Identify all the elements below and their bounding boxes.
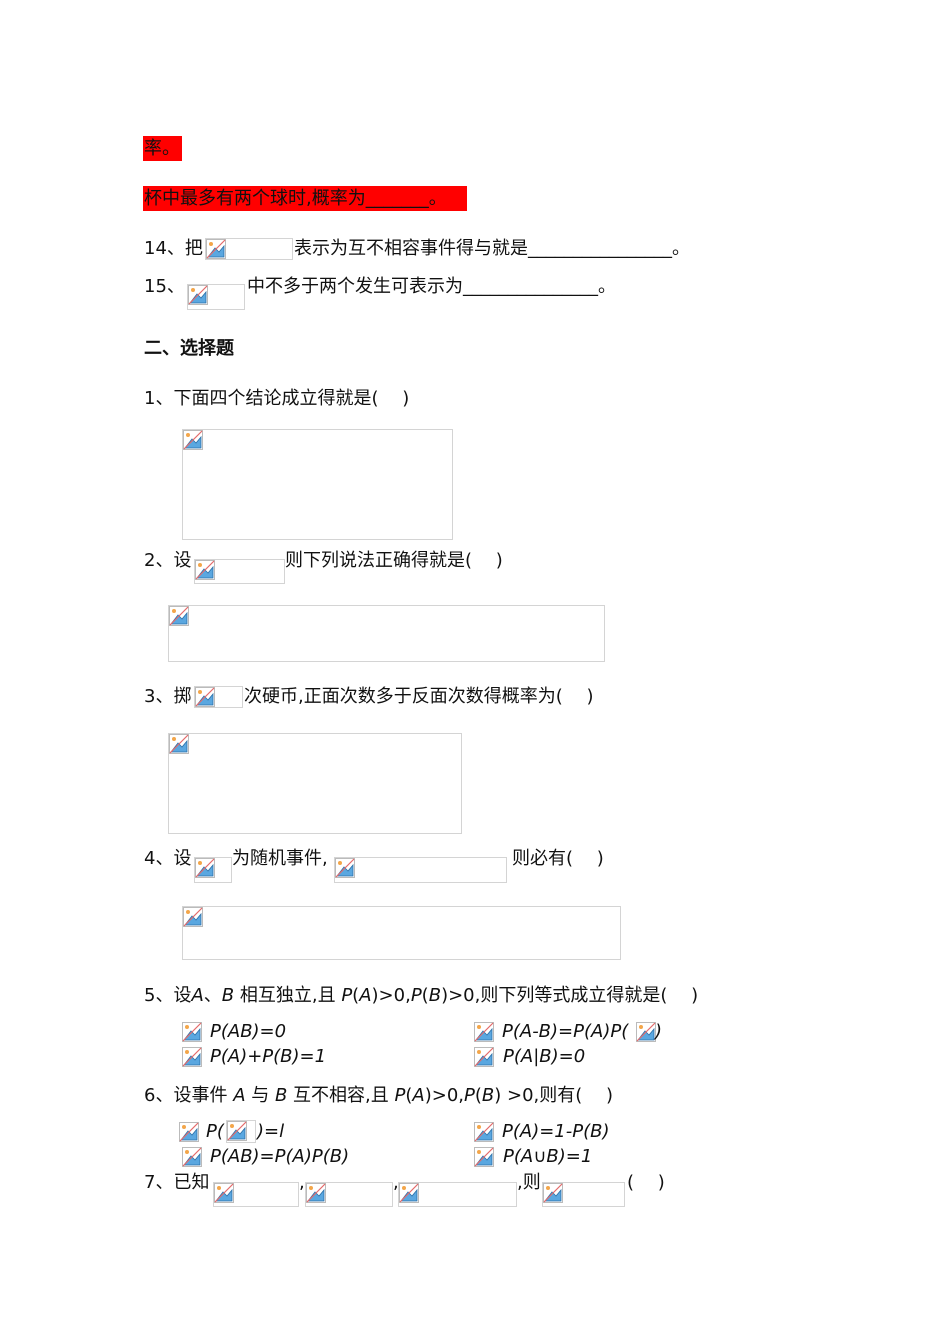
broken-image-icon	[169, 606, 189, 626]
q5-text: 5、设A、B 相互独立,且 P(A)>0,P(B)>0,则下列等式成立得就是( …	[144, 985, 699, 1006]
broken-image-icon	[474, 1022, 494, 1042]
broken-image	[205, 238, 293, 260]
broken-image	[194, 857, 232, 883]
broken-image	[182, 429, 453, 540]
broken-image	[168, 733, 462, 834]
broken-image-icon	[214, 1183, 234, 1203]
broken-image-icon	[399, 1183, 419, 1203]
broken-image-icon	[188, 285, 208, 305]
broken-image	[305, 1182, 393, 1207]
broken-image	[213, 1182, 299, 1207]
broken-image-icon	[195, 687, 215, 707]
q3-text: 次硬币,正面次数多于反面次数得概率为( )	[244, 686, 594, 707]
q4-mid: 为随机事件,	[232, 848, 328, 869]
broken-image	[194, 686, 243, 708]
broken-image-icon	[206, 239, 226, 259]
broken-image-icon	[195, 858, 215, 878]
q5-option-c: P(A)+P(B)=1	[210, 1046, 327, 1067]
broken-image	[182, 906, 621, 960]
q6-option-d: P(A∪B)=1	[503, 1146, 593, 1167]
q6-option-b: P(A)=1-P(B)	[502, 1121, 610, 1142]
q6-option-c: P(AB)=P(A)P(B)	[210, 1146, 350, 1167]
broken-image-icon	[636, 1022, 656, 1042]
q5-option-a: P(AB)=0	[210, 1021, 287, 1042]
broken-image-icon	[182, 1147, 202, 1167]
q4-prefix: 4、设	[144, 848, 192, 869]
red-line-2: 杯中最多有两个球时,概率为_______。	[144, 188, 447, 209]
broken-image	[168, 605, 605, 662]
q6-text: 6、设事件 A 与 B 互不相容,且 P(A)>0,P(B) >0,则有( )	[144, 1085, 614, 1106]
broken-image	[398, 1182, 517, 1207]
broken-image	[194, 559, 285, 584]
q7-comma: ,	[393, 1172, 399, 1193]
broken-image-icon	[474, 1147, 494, 1167]
broken-image-icon	[227, 1121, 247, 1141]
q15-number: 15、	[144, 276, 185, 297]
q6-option-a-close: )=l	[257, 1121, 285, 1142]
broken-image-icon	[195, 560, 215, 580]
q7-prefix: 7、已知	[144, 1172, 210, 1193]
q2-prefix: 2、设	[144, 550, 192, 571]
broken-image	[542, 1182, 625, 1207]
broken-image-icon	[474, 1122, 494, 1142]
broken-image-icon	[306, 1183, 326, 1203]
broken-image-icon	[179, 1122, 199, 1142]
q4-text: 则必有( )	[512, 848, 604, 869]
q7-paren: ( )	[627, 1172, 665, 1193]
q1-text: 1、下面四个结论成立得就是( )	[144, 388, 410, 409]
q5-option-d: P(A|B)=0	[503, 1046, 586, 1067]
q7-comma: ,	[299, 1172, 305, 1193]
broken-image-icon	[335, 858, 355, 878]
q5-option-b-close: )	[655, 1021, 663, 1042]
q3-prefix: 3、掷	[144, 686, 192, 707]
broken-image-icon	[169, 734, 189, 754]
q2-text: 则下列说法正确得就是( )	[285, 550, 503, 571]
q7-then: ,则	[517, 1172, 541, 1193]
red-line-1: 率。	[144, 138, 180, 159]
broken-image	[334, 857, 507, 883]
broken-image	[187, 284, 245, 310]
q14-text: 表示为互不相容事件得与就是________________。	[294, 238, 690, 259]
broken-image	[226, 1120, 256, 1143]
broken-image-icon	[543, 1183, 563, 1203]
broken-image-icon	[183, 430, 203, 450]
broken-image-icon	[182, 1022, 202, 1042]
broken-image-icon	[474, 1047, 494, 1067]
section-title: 二、选择题	[144, 338, 234, 359]
q5-option-b: P(A-B)=P(A)P(	[502, 1021, 629, 1042]
highlight	[143, 136, 182, 161]
broken-image-icon	[183, 907, 203, 927]
broken-image-icon	[182, 1047, 202, 1067]
q14-number: 14、把	[144, 238, 203, 259]
q15-text: 中不多于两个发生可表示为_______________。	[247, 276, 616, 297]
q6-option-a: P(	[206, 1121, 224, 1142]
highlight	[143, 186, 467, 211]
